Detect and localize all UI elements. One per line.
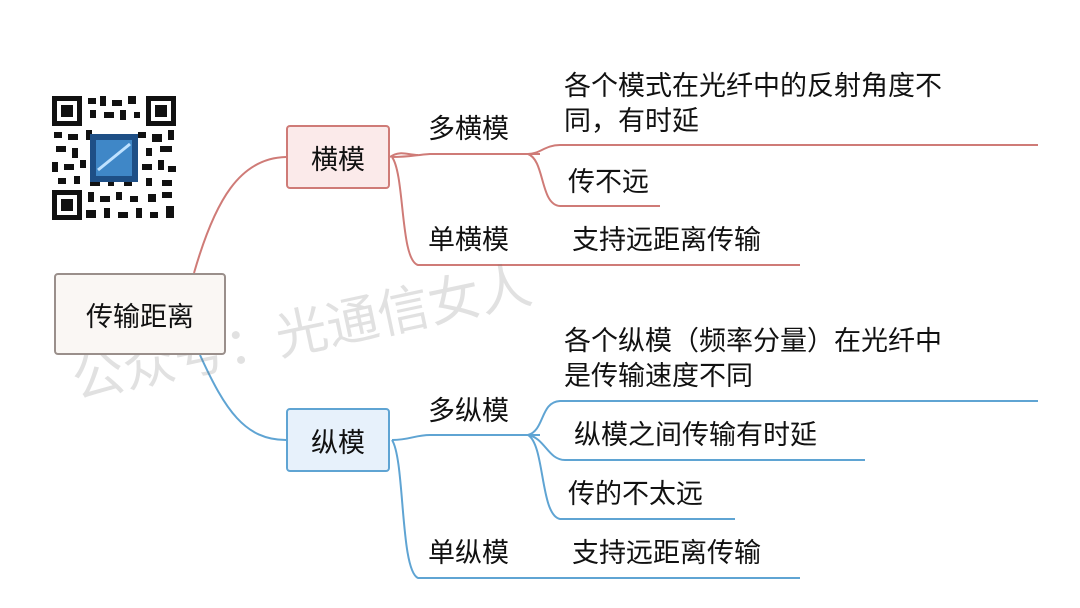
connector-duohengmo-detail-2 xyxy=(527,153,660,207)
detail-duohengmo-2[interactable]: 传不远 xyxy=(568,167,649,198)
connector-to-danhengmo xyxy=(391,156,800,266)
subnode-duozongmo[interactable]: 多纵模 xyxy=(428,396,509,427)
branch-node-zongmo[interactable]: 纵模 xyxy=(286,408,390,472)
detail-duozongmo-3[interactable]: 传的不太远 xyxy=(568,479,703,510)
connector-duozongmo-detail-3 xyxy=(527,434,735,520)
branch-label: 横模 xyxy=(311,144,365,176)
connector-duozongmo-detail-1 xyxy=(527,400,1038,436)
connector-to-duozongmo xyxy=(391,434,540,441)
qr-code-icon xyxy=(50,94,178,222)
detail-danzongmo-1[interactable]: 支持远距离传输 xyxy=(572,538,761,569)
subnode-duohengmo[interactable]: 多横模 xyxy=(428,114,509,145)
branch-label: 纵模 xyxy=(311,427,365,459)
connector-to-danzongmo xyxy=(391,439,800,579)
detail-duozongmo-2[interactable]: 纵模之间传输有时延 xyxy=(574,420,817,451)
connector-root-to-zongmo xyxy=(199,354,287,441)
root-node[interactable]: 传输距离 xyxy=(54,273,226,355)
connector-duozongmo-detail-2 xyxy=(527,434,865,461)
connector-to-duohengmo xyxy=(391,153,540,158)
subnode-danzongmo[interactable]: 单纵模 xyxy=(428,538,509,569)
subnode-danhengmo[interactable]: 单横模 xyxy=(428,225,509,256)
detail-danhengmo-1[interactable]: 支持远距离传输 xyxy=(572,225,761,256)
branch-node-hengmo[interactable]: 横模 xyxy=(286,125,390,189)
connector-root-to-hengmo xyxy=(193,156,287,274)
connector-duohengmo-detail-1 xyxy=(527,144,1038,155)
root-label: 传输距离 xyxy=(86,301,194,333)
detail-duohengmo-1[interactable]: 各个模式在光纤中的反射角度不 同，有时延 xyxy=(564,71,942,137)
detail-duozongmo-1[interactable]: 各个纵模（频率分量）在光纤中 是传输速度不同 xyxy=(564,326,942,392)
